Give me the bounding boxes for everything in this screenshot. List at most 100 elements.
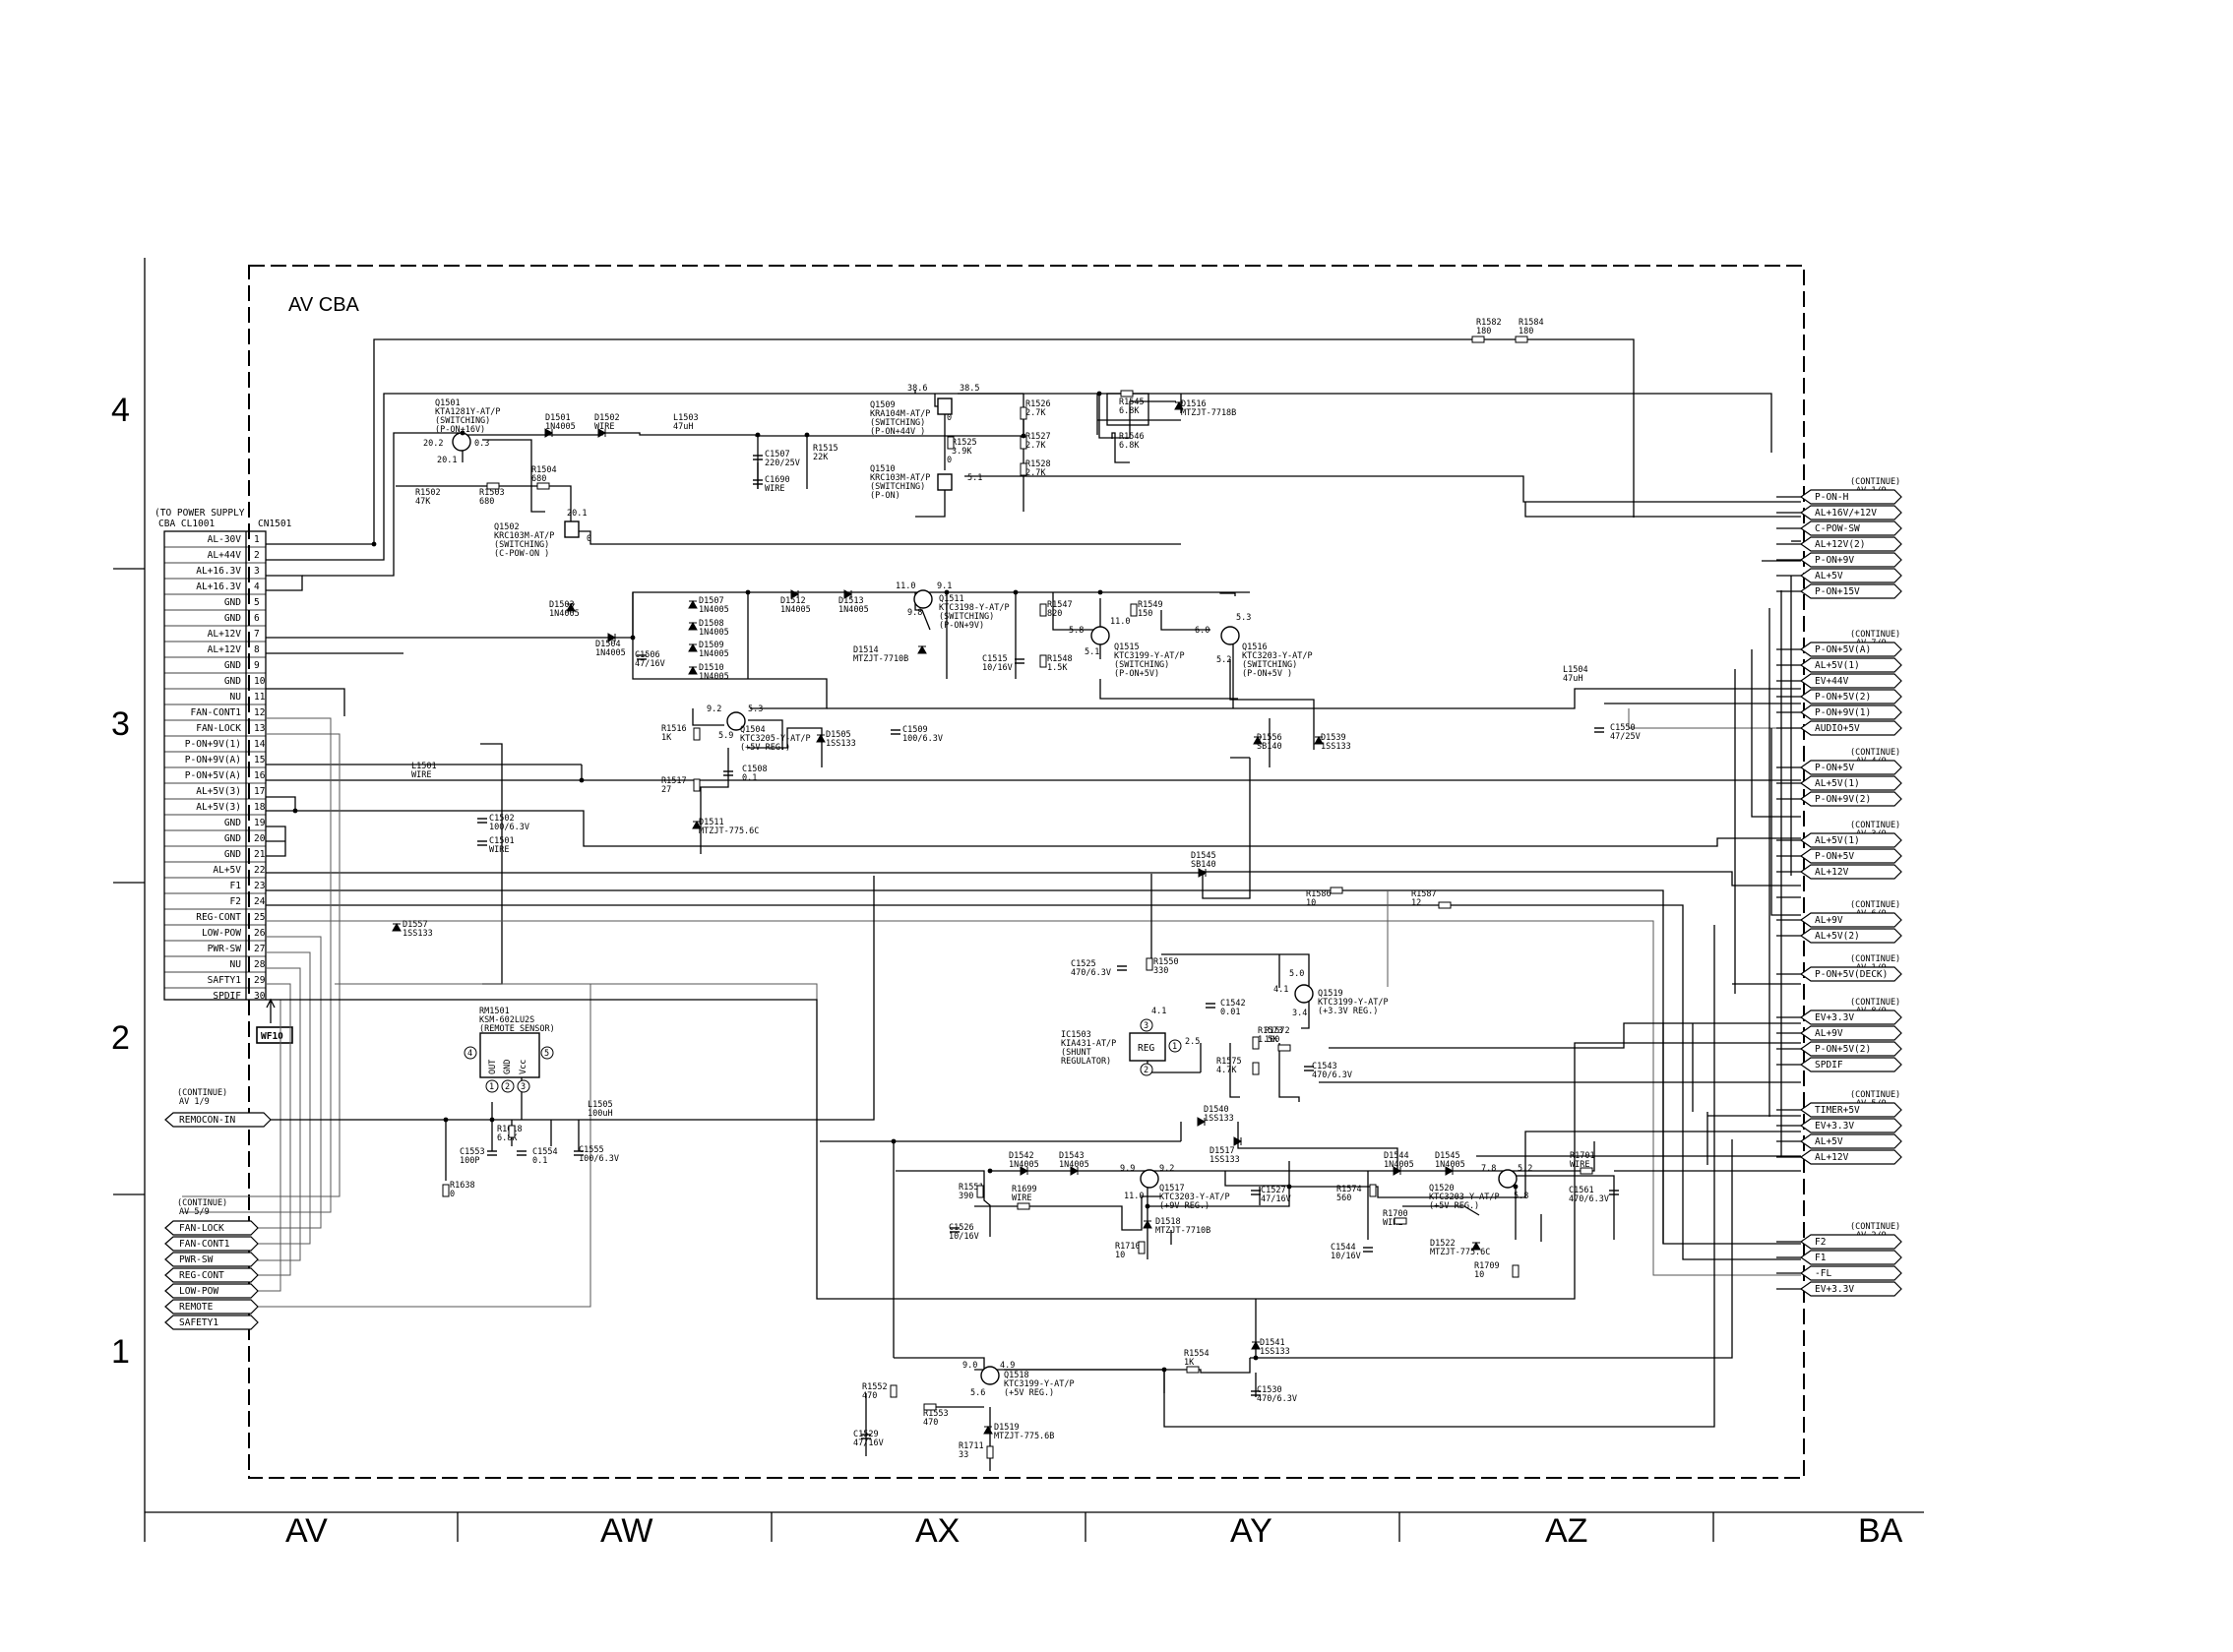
pin-name: F2 <box>230 896 241 907</box>
component-label: 10/16V <box>949 1232 979 1242</box>
pin-number: 21 <box>254 849 266 860</box>
component-label: D1512 <box>780 596 806 606</box>
port-flag <box>1799 1250 1902 1265</box>
component-label: MTZJT-7710B <box>1155 1226 1210 1236</box>
component-label: (SWITCHING) <box>939 612 994 622</box>
port-flag <box>1799 673 1902 689</box>
component-label: 470/6.3V <box>1071 968 1111 978</box>
junction-dot <box>745 589 751 595</box>
component-label: R1527 <box>1025 432 1051 442</box>
component-label: 2.7K <box>1025 441 1046 451</box>
pin-number: 30 <box>254 991 266 1002</box>
diode <box>1253 735 1263 745</box>
component-label: Q1516 <box>1242 642 1268 652</box>
component-label: 820 <box>1047 609 1062 619</box>
component-label: R1553 <box>923 1409 949 1419</box>
component-label: D1518 <box>1155 1217 1181 1227</box>
component-label: R1574 <box>1336 1185 1362 1194</box>
voltage-label: 5.2 <box>1518 1164 1532 1174</box>
column-label: AY <box>1230 1512 1272 1550</box>
port-label: P-ON+5V(2) <box>1815 1044 1871 1055</box>
frame <box>113 258 1924 1542</box>
port-note: (CONTINUE) <box>1850 954 1900 964</box>
component-label: (SWITCHING) <box>870 418 925 428</box>
resistor <box>1512 1264 1520 1278</box>
component-label: R1586 <box>1306 889 1332 899</box>
pin-name: GND <box>224 597 241 608</box>
component-label: 47uH <box>1563 674 1582 684</box>
component-label: 1N4005 <box>838 605 869 615</box>
component-label: (SWITCHING) <box>1242 660 1297 670</box>
voltage-label: 9.2 <box>1159 1164 1174 1174</box>
voltage-label: 0 <box>947 456 952 465</box>
component-label: D1543 <box>1059 1151 1085 1161</box>
transistor-q1511 <box>913 589 933 609</box>
component-label: R1554 <box>1184 1349 1210 1359</box>
component-label: 47/16V <box>853 1438 884 1448</box>
port-note: (CONTINUE) <box>1850 998 1900 1008</box>
component-label: L1501 <box>411 762 437 771</box>
component-label: R1709 <box>1474 1261 1500 1271</box>
diode <box>544 428 554 438</box>
junction-dot <box>1513 1184 1519 1190</box>
component-label: WIRE <box>1570 1160 1589 1170</box>
port-flag <box>164 1315 259 1330</box>
component-label: 0 <box>450 1190 455 1199</box>
transistor-q1509 <box>937 398 953 415</box>
remote-sensor: OUT GND Vcc 1 2 3 4 5 <box>464 1032 554 1093</box>
component-label: D1503 <box>549 600 575 610</box>
port-label: C-POW-SW <box>1815 523 1860 534</box>
component-label: 6.8K <box>1119 441 1140 451</box>
component-label: R1551 <box>959 1183 984 1193</box>
port-label: P-ON+9V <box>1815 555 1854 566</box>
pin-number: 7 <box>254 629 260 640</box>
transistor-q1519 <box>1294 984 1314 1004</box>
port-label: AL+16V/+12V <box>1815 508 1877 519</box>
component-label: 47/25V <box>1610 732 1641 742</box>
component-label: (P-ON+5V ) <box>1242 669 1292 679</box>
resistor <box>536 482 550 490</box>
column-label: AV <box>285 1512 328 1550</box>
component-label: 180 <box>1519 327 1533 337</box>
port-flag <box>164 1220 259 1236</box>
component-label: Q1509 <box>870 400 896 410</box>
pin-name: GND <box>224 660 241 671</box>
svg-text:2: 2 <box>505 1082 510 1092</box>
component-label: D1545 <box>1435 1151 1460 1161</box>
component-label: 10/16V <box>1331 1252 1361 1261</box>
component-label: (SWITCHING) <box>870 482 925 492</box>
voltage-label: 5.2 <box>1216 655 1231 665</box>
pin-name: SPDIF <box>213 991 241 1002</box>
component-label: 0.1 <box>742 773 757 783</box>
component-label: MTZJT-7718B <box>1181 408 1236 418</box>
port-note: (CONTINUE) <box>1850 630 1900 640</box>
resistor <box>1580 1167 1593 1175</box>
component-label: R1515 <box>813 444 838 454</box>
port-flag <box>1799 912 1902 928</box>
transistor-q1510 <box>937 473 953 491</box>
port-label: AL+9V <box>1815 1028 1843 1039</box>
pin-number: 23 <box>254 881 265 891</box>
junction-dot <box>1200 870 1206 876</box>
component-label: R1528 <box>1025 459 1051 469</box>
component-label: C1515 <box>982 654 1008 664</box>
pin-name: REG-CONT <box>196 912 241 923</box>
voltage-label: 20.1 <box>567 509 587 519</box>
port-flag <box>1799 689 1902 704</box>
component-label: Q1504 <box>740 725 766 735</box>
pin-name: AL+16.3V <box>196 581 241 592</box>
voltage-label: 0 <box>587 534 591 544</box>
pin-number: 16 <box>254 770 266 781</box>
component-label: D1507 <box>699 596 724 606</box>
diode <box>688 642 698 652</box>
diode <box>607 633 617 642</box>
component-label: R1552 <box>862 1382 888 1392</box>
pin-number: 10 <box>254 676 266 687</box>
component-label: 1N4005 <box>699 628 729 638</box>
component-label: KTC3203-Y-AT/P <box>1429 1193 1500 1202</box>
component-label: 33 <box>959 1450 968 1460</box>
resistor <box>976 1185 984 1198</box>
diode <box>597 428 607 438</box>
junction-dot <box>1286 1184 1292 1190</box>
